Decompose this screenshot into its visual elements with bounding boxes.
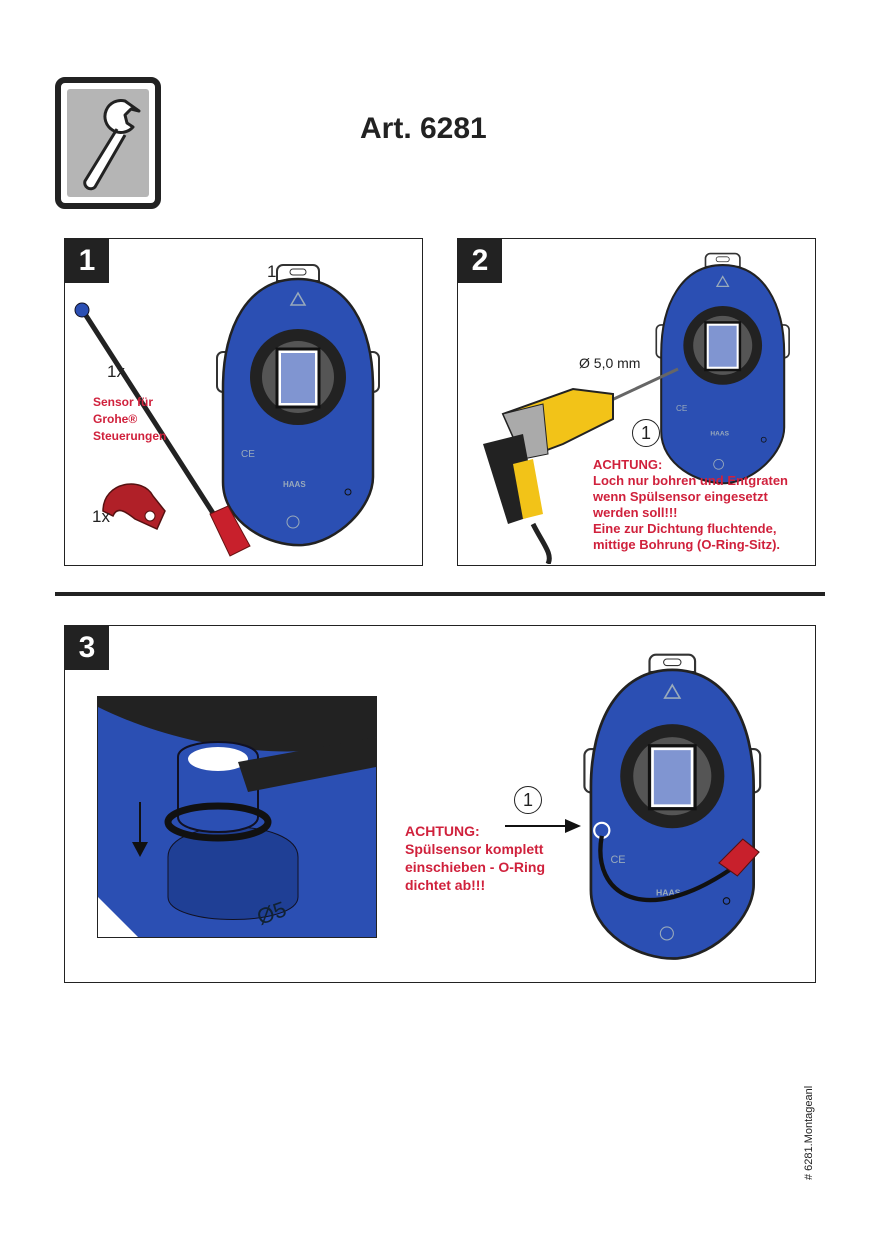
sensor-label: Sensor für Grohe® Steuerungen (93, 394, 166, 445)
warning-line: Loch nur bohren und Entgraten (593, 473, 788, 488)
clip-quantity: 1x (92, 507, 110, 526)
document-id: # 6281.Montageanl (803, 1085, 815, 1180)
warning-line: Eine zur Dichtung fluchtende, (593, 521, 777, 536)
page-title: Art. 6281 (360, 112, 487, 145)
sensor-label-line: Steuerungen (93, 429, 167, 443)
warning-line: dichtet ab!!! (405, 877, 486, 893)
warning-line: mittige Bohrung (O-Ring-Sitz). (593, 537, 781, 552)
sensor-label-line: Sensor für (93, 395, 154, 409)
drill-size-label: Ø 5,0 mm (579, 355, 641, 371)
step-3-panel: 3 Ø5 1 ACHTUNG: Spülsensor komplett eins… (64, 625, 816, 983)
callout-number: 1 (632, 419, 660, 447)
warning-title: ACHTUNG: (593, 457, 663, 472)
step-number: 3 (65, 626, 109, 670)
drill-illustration (483, 367, 679, 564)
flush-sensor-illustration (74, 302, 251, 557)
drain-plate-illustration: HAAS (655, 252, 791, 485)
wrench-icon (55, 77, 161, 209)
drain-plate-illustration: HAAS (215, 263, 381, 547)
step-1-panel: 1 1x HAAS 1x Sensor für Grohe® Steuerung… (64, 238, 423, 566)
warning-title: ACHTUNG: (405, 823, 480, 839)
warning-text: ACHTUNG: Loch nur bohren und Entgraten w… (593, 457, 788, 553)
section-divider (55, 592, 825, 596)
warning-line: werden soll!!! (593, 505, 678, 520)
step-number: 2 (458, 239, 502, 283)
step-2-panel: 2 HAAS Ø 5,0 mm 1 ACHTUNG: Loch nur bohr… (457, 238, 816, 566)
warning-line: wenn Spülsensor eingesetzt (593, 489, 768, 504)
plate-brand: HAAS (656, 887, 681, 897)
plate-brand: HAAS (283, 480, 306, 489)
callout-number: 1 (514, 786, 542, 814)
step-number: 1 (65, 239, 109, 283)
warning-line: einschieben - O-Ring (405, 859, 546, 875)
drain-plate-with-sensor-illustration: HAAS (582, 653, 762, 961)
plate-brand: HAAS (710, 431, 729, 438)
warning-line: Spülsensor komplett (405, 841, 544, 857)
clip-illustration (102, 483, 166, 530)
arrow-right-icon (505, 819, 581, 833)
sensor-quantity: 1x (107, 362, 125, 381)
warning-text: ACHTUNG: Spülsensor komplett einschieben… (405, 822, 545, 894)
detail-closeup-illustration: Ø5 (97, 696, 377, 938)
sensor-label-line: Grohe® (93, 412, 138, 426)
